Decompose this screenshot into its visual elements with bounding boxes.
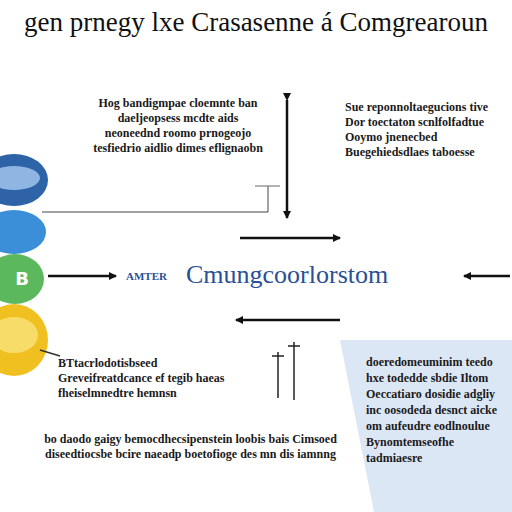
blue-circle: [0, 154, 48, 206]
center-label: Cmungcoorlorstom: [186, 260, 388, 290]
node-text: B: [15, 269, 29, 289]
leader-line: [40, 350, 60, 356]
diagram-title: gen prnegy lxe Crasasenne á Comgrearoun: [0, 6, 512, 38]
yellow-circle: [0, 304, 48, 376]
left-arrow: [464, 275, 510, 278]
circle-highlight: [0, 317, 38, 353]
circle-highlight: [0, 166, 40, 190]
pin-symbol: [288, 345, 300, 347]
text-block: Hog bandigmpae cloemnte ban daeljeopsess…: [92, 96, 264, 156]
text-block: BTtacrlodotisbseed Greveifreatdcance ef …: [58, 356, 236, 401]
info-panel: doeredomeuminim teedo hxe todedde sbdie …: [340, 340, 512, 512]
vertical-arrow: [286, 100, 289, 218]
text-block: Sue reponnoltaegucions tive Dor toectato…: [345, 100, 510, 160]
right-arrow: [240, 237, 340, 240]
pin-symbol: [277, 352, 279, 398]
center-prefix: AMTER: [126, 270, 167, 283]
leader-line: [42, 212, 268, 213]
rule-line: [255, 186, 280, 187]
panel-fill: [340, 340, 512, 512]
text-block: bo daodo gaigy bemocdhecsipenstein loobi…: [18, 432, 363, 462]
right-arrow: [48, 275, 116, 278]
blue-circle: [0, 210, 46, 254]
left-arrow: [236, 319, 340, 322]
green-circle: B: [0, 254, 44, 304]
pin-symbol: [293, 342, 295, 400]
node-text: doeredomeuminim teedo hxe todedde sbdie …: [366, 354, 506, 466]
pin-symbol: [272, 355, 284, 357]
leader-line: [268, 186, 269, 212]
